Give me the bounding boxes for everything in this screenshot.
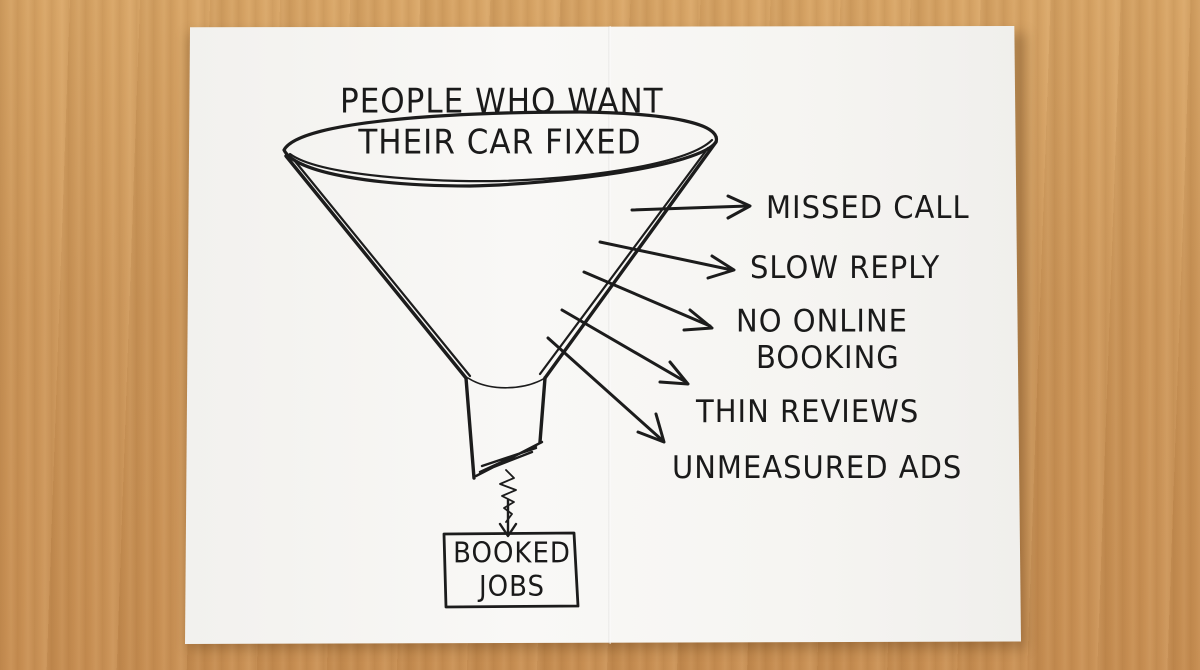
funnel-right-side-inner — [538, 146, 710, 376]
funnel-left-side — [284, 154, 468, 380]
leak-arrow-thin-reviews — [560, 308, 690, 386]
booked-jobs-box: BOOKED JOBS — [448, 538, 576, 605]
leak-arrow-slow-reply — [598, 240, 736, 280]
leak-label-no-online-booking: NO ONLINE BOOKING — [736, 302, 908, 375]
dribble-arrow — [498, 498, 518, 538]
leak-label-unmeasured-ads: UNMEASURED ADS — [672, 448, 963, 486]
dribble-squiggle — [499, 469, 517, 523]
leak-label-missed-call: MISSED CALL — [766, 188, 970, 226]
funnel-top-label: PEOPLE WHO WANT THEIR CAR FIXED — [340, 81, 664, 163]
booked-jobs-box-outline — [442, 531, 580, 609]
booked-jobs-line2: JOBS — [478, 571, 546, 604]
funnel-right-side — [543, 140, 718, 380]
funnel-rim-inner — [288, 138, 714, 183]
leak-arrow-no-online-booking — [582, 270, 714, 332]
paper-fold-crease — [608, 26, 611, 644]
funnel-spout-left — [464, 376, 476, 480]
leak-arrow-missed-call — [630, 194, 752, 220]
leak-label-no-online-booking-line2: BOOKING — [756, 339, 900, 376]
leak-label-no-online-booking-line1: NO ONLINE — [736, 302, 908, 339]
leak-arrow-unmeasured-ads — [546, 336, 666, 444]
funnel-left-side-inner — [292, 158, 472, 378]
funnel-neck-ring — [467, 377, 546, 389]
funnel-top-label-line1: PEOPLE WHO WANT — [340, 82, 664, 121]
funnel-top-label-line2: THEIR CAR FIXED — [358, 123, 642, 162]
booked-jobs-line1: BOOKED — [453, 537, 571, 570]
leak-label-thin-reviews: THIN REVIEWS — [696, 392, 920, 430]
leak-label-slow-reply: SLOW REPLY — [750, 248, 941, 286]
funnel-spout-right — [538, 376, 547, 444]
funnel-spout-bottom — [474, 440, 544, 478]
